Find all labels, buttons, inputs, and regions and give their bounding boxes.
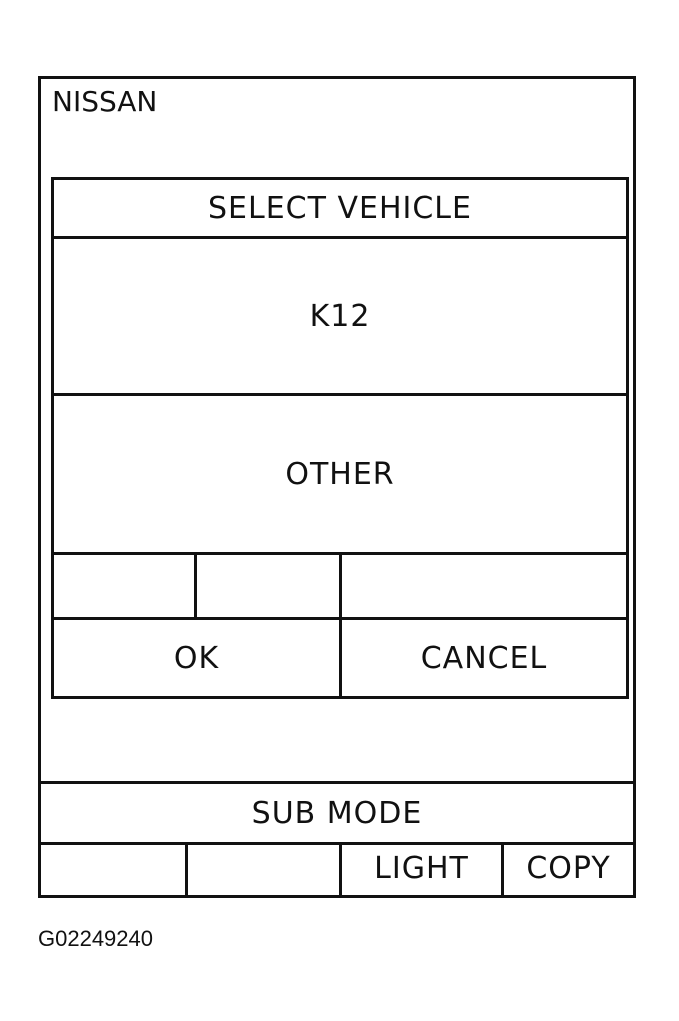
figure-id: G02249240	[38, 926, 153, 951]
vehicle-option-k12[interactable]: K12	[51, 236, 629, 396]
ok-button[interactable]: OK	[51, 617, 342, 699]
brand-label: NISSAN	[52, 85, 158, 118]
scan-tool-screen: NISSAN SELECT VEHICLE K12 OTHER OK CANCE…	[38, 76, 636, 898]
light-button[interactable]: LIGHT	[342, 842, 504, 895]
softkey-1[interactable]	[41, 842, 188, 895]
softkey-row: LIGHT COPY	[41, 842, 633, 895]
empty-cell	[51, 552, 197, 620]
copy-button[interactable]: COPY	[526, 851, 611, 886]
cancel-button[interactable]: CANCEL	[339, 617, 629, 699]
softkey-2[interactable]	[188, 842, 342, 895]
dialog-title: SELECT VEHICLE	[51, 177, 629, 239]
empty-cell	[339, 552, 629, 620]
empty-cell	[194, 552, 342, 620]
sub-mode-bar[interactable]: SUB MODE	[41, 781, 633, 845]
vehicle-option-other[interactable]: OTHER	[51, 393, 629, 555]
